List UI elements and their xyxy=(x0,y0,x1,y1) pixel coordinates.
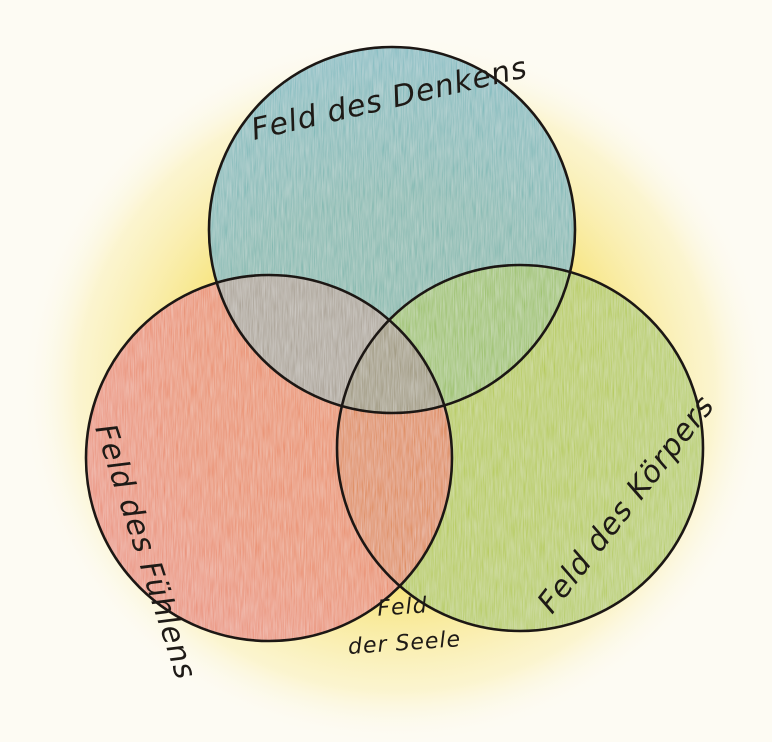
label-feld-der-seele-line1: Feld xyxy=(377,593,429,621)
